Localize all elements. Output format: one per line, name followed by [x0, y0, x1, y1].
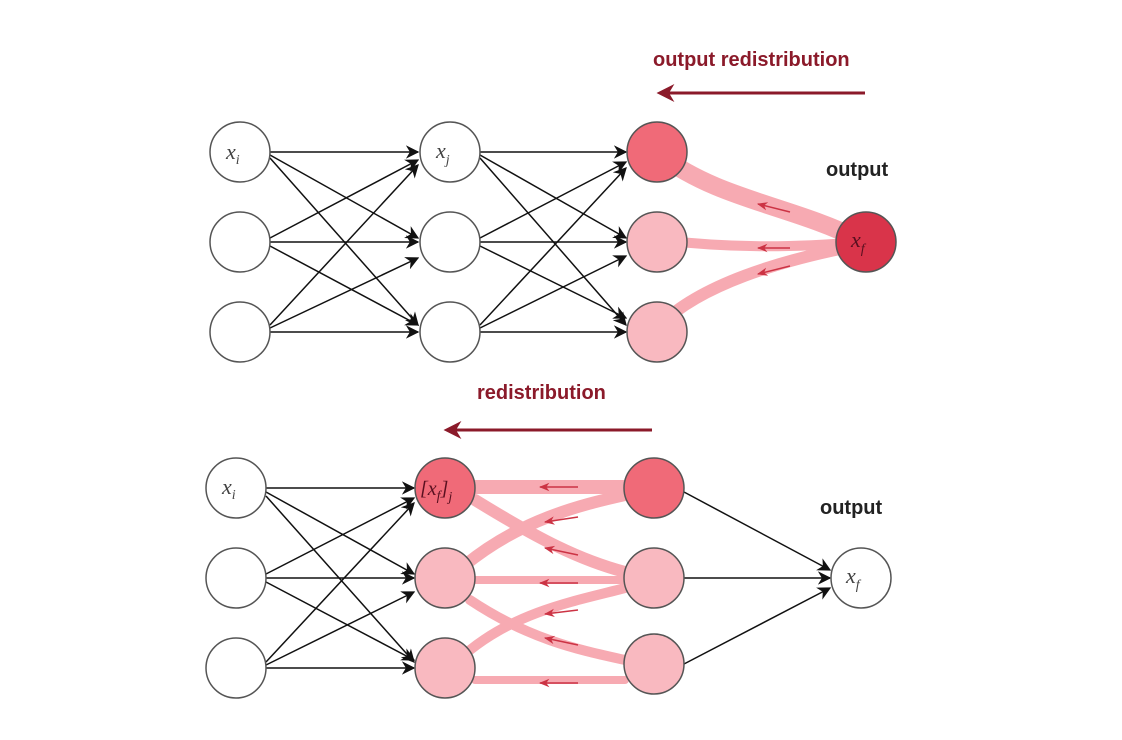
bottom-hidden-node-3 — [414, 637, 476, 699]
bottom-output-label: output — [820, 497, 883, 519]
top-hidden-node-2 — [419, 211, 481, 273]
top-input-node-2 — [209, 211, 271, 273]
bottom-edges-2 — [683, 491, 832, 665]
top-edges-1 — [269, 145, 420, 339]
top-panel: output redistribution output — [209, 49, 897, 363]
bottom-output-node — [830, 547, 892, 609]
top-hidden-node-3 — [419, 301, 481, 363]
bottom-output-node-label: xf — [845, 563, 862, 593]
top-output-node — [835, 211, 897, 273]
top-hidden-node-label: xj — [435, 138, 450, 168]
bottom-flow-arrows — [538, 482, 579, 688]
bottom-panel: redistribution output — [205, 382, 892, 699]
top-last-node-1 — [626, 121, 688, 183]
bottom-input-layer — [205, 457, 267, 699]
bottom-input-node-2 — [205, 547, 267, 609]
bottom-last-node-2 — [623, 547, 685, 609]
top-input-layer — [209, 121, 271, 363]
bottom-input-node-label: xi — [221, 474, 236, 503]
top-hidden-layer — [419, 121, 481, 363]
top-hidden-node-1 — [419, 121, 481, 183]
bottom-hidden-node-1 — [414, 457, 476, 519]
top-output-node-label: xf — [850, 227, 867, 257]
top-input-node-label: xi — [225, 139, 240, 168]
bottom-edges-1 — [265, 481, 416, 675]
top-last-node-3 — [626, 301, 688, 363]
top-title: output redistribution — [653, 49, 850, 71]
bottom-hidden-node-label: [xf]j — [420, 478, 452, 505]
bottom-last-node-1 — [623, 457, 685, 519]
top-flow-arrows — [756, 202, 791, 276]
top-input-node-3 — [209, 301, 271, 363]
top-edges-2 — [479, 145, 628, 339]
top-input-node-1 — [209, 121, 271, 183]
top-output-label: output — [826, 159, 889, 181]
bottom-last-node-3 — [623, 633, 685, 695]
bottom-input-node-3 — [205, 637, 267, 699]
bottom-title: redistribution — [477, 382, 606, 404]
top-last-layer — [626, 121, 688, 363]
bottom-hidden-layer — [414, 457, 476, 699]
bottom-input-node-1 — [205, 457, 267, 519]
bottom-hidden-node-2 — [414, 547, 476, 609]
bottom-last-layer — [623, 457, 685, 695]
top-last-node-2 — [626, 211, 688, 273]
